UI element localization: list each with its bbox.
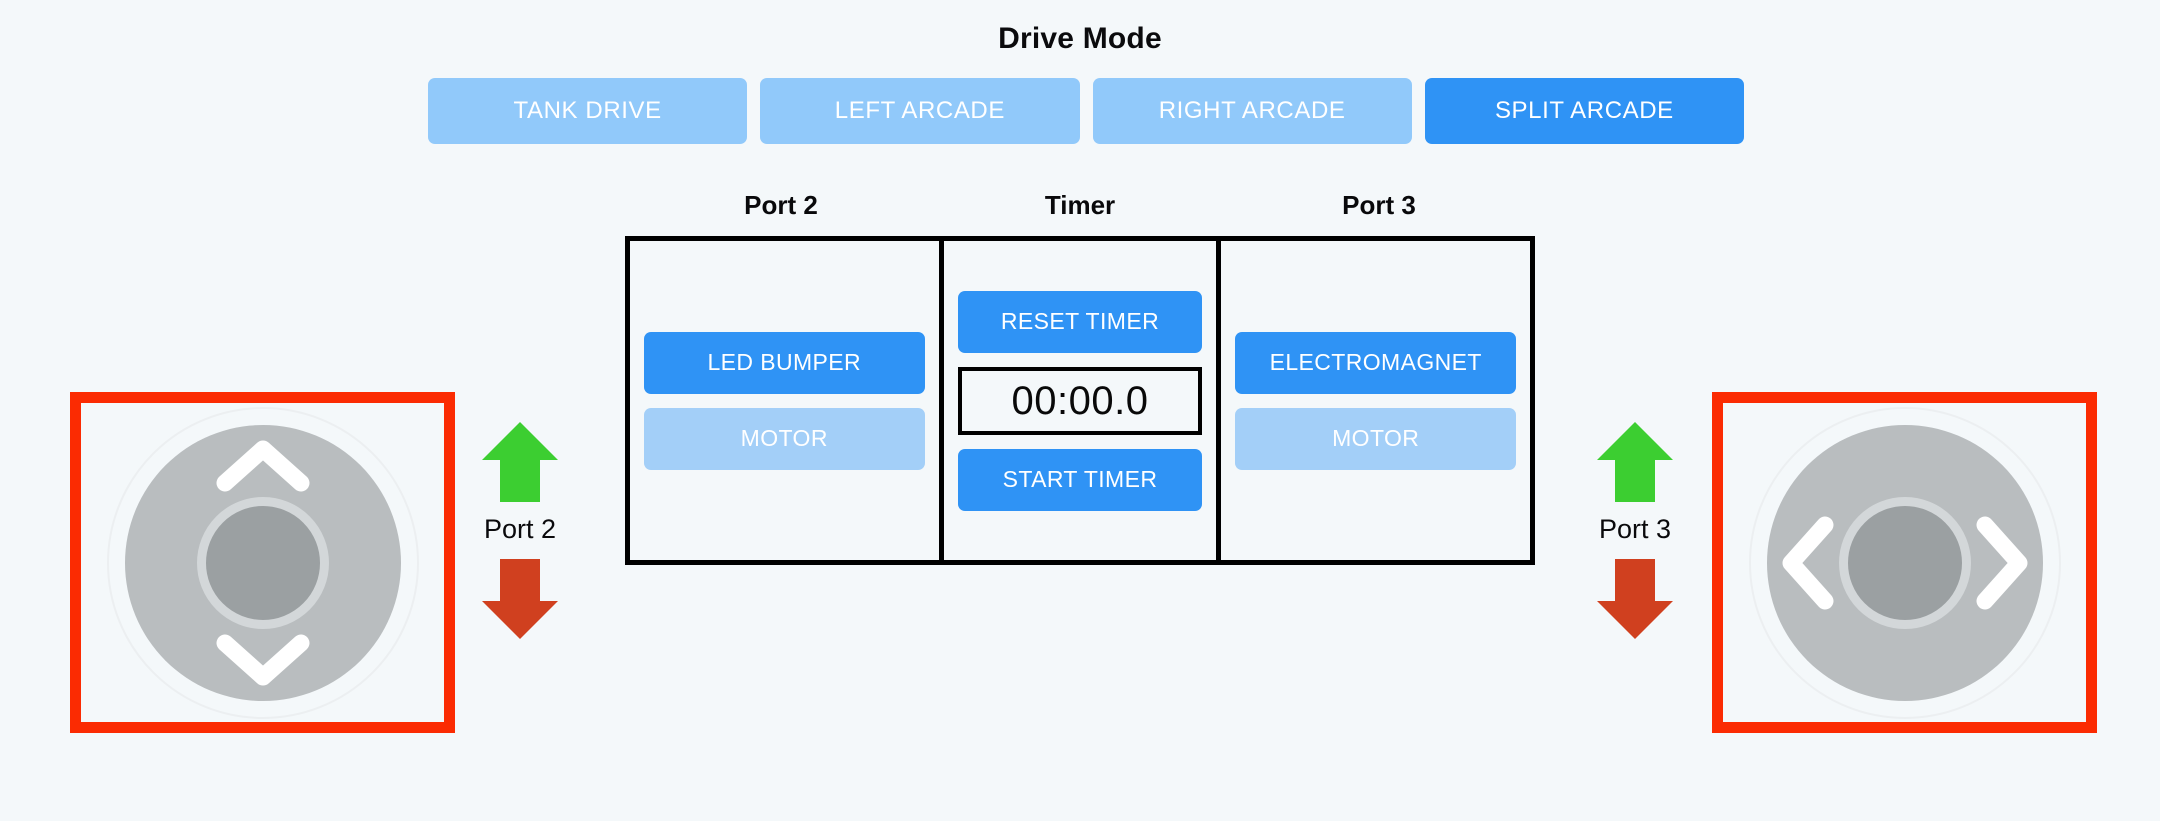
arrow-down-icon[interactable] (1596, 555, 1674, 643)
chevron-right-icon (1976, 516, 2027, 609)
led-bumper-button[interactable]: LED BUMPER (644, 331, 925, 394)
reset-timer-button[interactable]: RESET TIMER (957, 290, 1203, 353)
drive-mode-left-arcade-button[interactable]: LEFT ARCADE (760, 78, 1080, 144)
port3-column: ELECTROMAGNET MOTOR (1221, 241, 1530, 560)
panel-captions: Port 2 Timer Port 3 (625, 190, 1535, 221)
port2-indicator-label: Port 2 (483, 514, 557, 544)
joystick-outline (106, 406, 419, 719)
drive-mode-split-arcade-button[interactable]: SPLIT ARCADE (1424, 78, 1744, 144)
port3-indicator-label: Port 3 (1598, 514, 1672, 544)
port3-indicator-stack: Port 3 (1570, 418, 1700, 643)
chevron-down-icon (216, 634, 309, 685)
panel-caption-timer: Timer (1044, 190, 1116, 220)
left-joystick-panel[interactable] (70, 392, 455, 733)
start-timer-button[interactable]: START TIMER (957, 448, 1203, 511)
right-joystick-panel[interactable] (1712, 392, 2097, 733)
joystick-knob[interactable] (196, 496, 329, 629)
timer-display: 00:00.0 (957, 366, 1203, 435)
port2-indicator-stack: Port 2 (455, 418, 585, 643)
electromagnet-button[interactable]: ELECTROMAGNET (1235, 331, 1516, 394)
drive-mode-tank-drive-button[interactable]: TANK DRIVE (428, 78, 748, 144)
joystick-knob[interactable] (1838, 496, 1971, 629)
drive-mode-button-group: TANK DRIVE LEFT ARCADE RIGHT ARCADE SPLI… (428, 78, 1744, 144)
control-panel: LED BUMPER MOTOR RESET TIMER 00:00.0 STA… (625, 236, 1535, 565)
port2-column: LED BUMPER MOTOR (630, 241, 939, 560)
chevron-left-icon (1782, 516, 1833, 609)
left-joystick-chevrons (216, 440, 309, 685)
page-title: Drive Mode (998, 22, 1162, 55)
panel-caption-port3: Port 3 (1342, 190, 1416, 220)
left-joystick[interactable] (106, 406, 419, 719)
arrow-up-icon[interactable] (1596, 418, 1674, 506)
drive-mode-right-arcade-button[interactable]: RIGHT ARCADE (1092, 78, 1412, 144)
arrow-up-icon[interactable] (481, 418, 559, 506)
port3-motor-button[interactable]: MOTOR (1235, 407, 1516, 470)
timer-column: RESET TIMER 00:00.0 START TIMER (938, 241, 1222, 560)
right-joystick[interactable] (1748, 406, 2061, 719)
chevron-up-icon (216, 440, 309, 491)
joystick-outline (1748, 406, 2061, 719)
arrow-down-icon[interactable] (481, 555, 559, 643)
panel-caption-port2: Port 2 (744, 190, 818, 220)
right-joystick-chevrons (1782, 516, 2027, 609)
port2-motor-button[interactable]: MOTOR (644, 407, 925, 470)
